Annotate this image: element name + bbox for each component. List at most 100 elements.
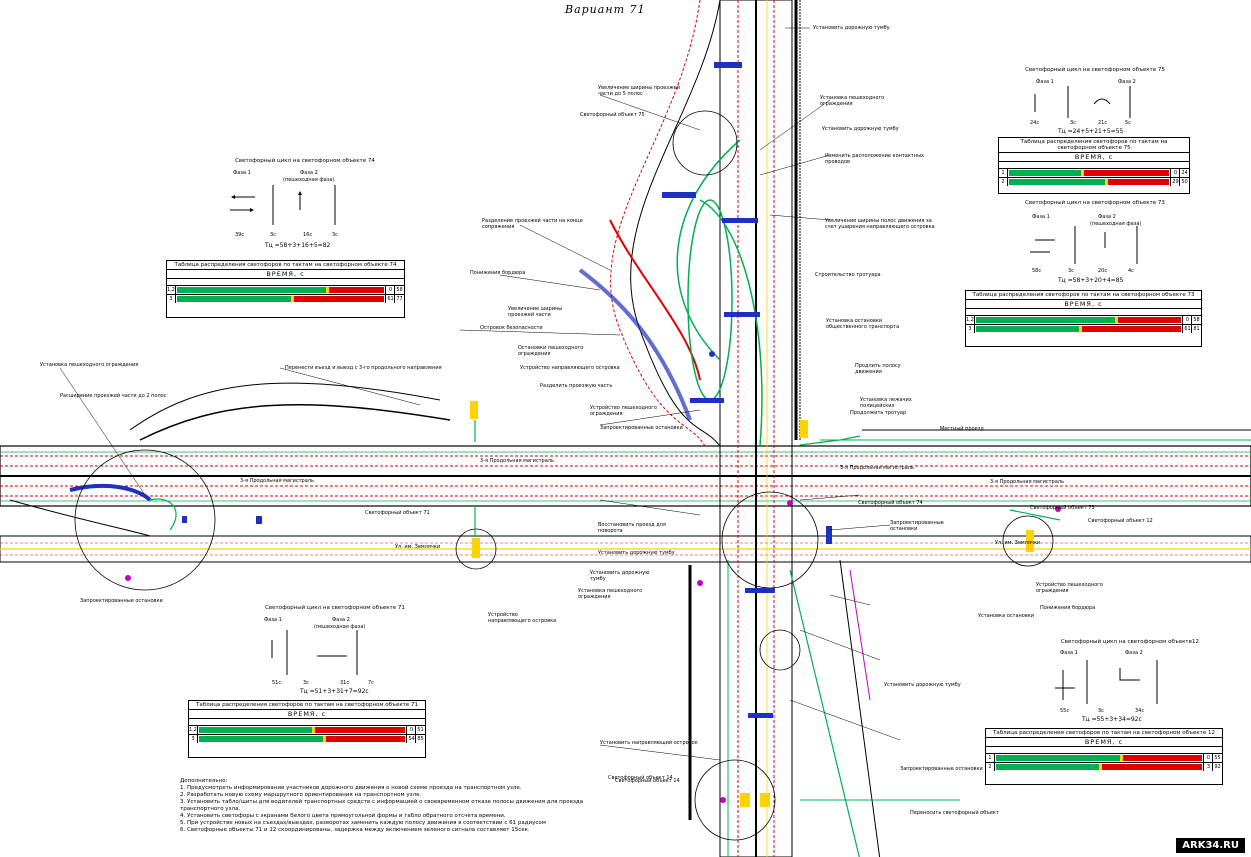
- lower-road: [0, 535, 1251, 563]
- annotation: Запроектированные остановки: [900, 766, 983, 772]
- annotation: Переносить светофорный объект: [910, 810, 999, 816]
- cycle-phase2-sub-71: (пешеходная фаза): [314, 624, 366, 630]
- cycle-formula-75: Tц =24+5+21+5=55: [1058, 128, 1124, 135]
- phase-row-number: 3: [167, 295, 176, 303]
- annotation: Расширение проезжей части до 2 полос: [60, 393, 167, 399]
- phase-row-value2: 55: [1212, 754, 1222, 762]
- annotation: Строительство тротуара: [815, 272, 881, 278]
- phase-table-row: 1,2 0 51: [189, 726, 425, 735]
- phase-row-green-bar: [177, 296, 384, 302]
- cycle-diagram-71: [271, 630, 358, 675]
- cycle-t3-74: 3с: [332, 232, 338, 238]
- annotation: Продлить полосу движения: [855, 363, 901, 375]
- phase-table-row: 1,2 0 58: [966, 316, 1201, 325]
- phase-row-value1: 29: [1170, 178, 1180, 186]
- road-label: 3-я Продольная магистраль: [990, 479, 1064, 485]
- phase-table-scale: [999, 162, 1189, 169]
- phase-row-value1: 0: [385, 286, 395, 294]
- annotation: Установить дорожную тумбу: [598, 550, 675, 556]
- vertical-road: [719, 0, 801, 857]
- phase-row-value2: 24: [1179, 169, 1189, 177]
- annotation: Продолжить тротуар: [850, 410, 907, 416]
- annotation: Установить дорожную тумбу: [590, 570, 650, 582]
- cycle-formula-74: Tц =58+3+16+5=82: [265, 242, 331, 249]
- annotation: Перенести въезд и выезд с 3-го продольно…: [285, 365, 442, 371]
- annotation: Увеличение ширины проезжей части: [508, 306, 563, 318]
- cycle-formula-71: Tц =51+3+31+7=92с: [300, 688, 369, 695]
- notes-item: 5. При устройстве новых на съездах/выезд…: [180, 820, 546, 826]
- cycle-diagram-75: [1034, 86, 1131, 118]
- annotation: Установка остановки: [978, 613, 1035, 619]
- annotation: Светофорный объект 14: [608, 775, 673, 781]
- annotation: Восстановить проезд для поворота: [598, 522, 666, 534]
- cycle-phase2-sub-73: (пешеходная фаза): [1090, 221, 1142, 227]
- cycle-t0-74: 39с: [235, 232, 245, 238]
- annotation: Светофорный объект 12: [1088, 518, 1153, 524]
- drawing-title: Вариант 71: [565, 3, 646, 16]
- cycle-t0-75: 24с: [1030, 120, 1040, 126]
- notes-item: 2. Разработать новую схему маршрутного о…: [180, 792, 422, 798]
- phase-table-row: 1,2 0 58: [167, 286, 404, 295]
- cycle-phase2-12: Фаза 2: [1125, 650, 1143, 656]
- phase-table-74: Таблица распределения светофоров по такт…: [166, 260, 405, 318]
- phase-table-row: 3 54 85: [189, 735, 425, 743]
- cycle-title-73: Светофорный цикл на светофорном объекте …: [1025, 200, 1165, 206]
- annotation: Установка лежачих полицейских: [860, 397, 912, 409]
- phase-row-value2: 77: [394, 295, 404, 303]
- road-label: 3-я Продольная магистраль: [840, 465, 914, 471]
- phase-table-row: 3 61 77: [167, 295, 404, 303]
- phase-table-scale: [986, 747, 1222, 754]
- cycle-t3-73: 4с: [1128, 268, 1134, 274]
- site-watermark: ARK34.RU: [1176, 838, 1245, 853]
- annotation: Установить дорожную тумбу: [813, 25, 890, 31]
- cycle-formula-73: Tц =58+3+20+4=85: [1058, 277, 1124, 284]
- annotation: Устройство пешеходного ограждения: [590, 405, 657, 417]
- phase-row-value2: 51: [415, 726, 425, 734]
- cycle-t1-75: 3с: [1070, 120, 1076, 126]
- cycle-t0-73: 58с: [1032, 268, 1042, 274]
- cycle-phase2-75: Фаза 2: [1118, 79, 1136, 85]
- annotation: Светофорный объект 75: [580, 112, 645, 118]
- phase-table-title-74: Таблица распределения светофоров по такт…: [167, 261, 404, 270]
- green-links: [149, 420, 1061, 536]
- annotation: Установить дорожную тумбу: [822, 126, 899, 132]
- annotation: Светофорный объект 14: [615, 778, 680, 784]
- annotation: Установка пешеходного ограждения: [820, 95, 885, 107]
- phase-row-green-bar: [976, 317, 1181, 323]
- road-label: Ул. им. Землячки: [395, 544, 441, 550]
- cycle-t2-71: 31с: [340, 680, 350, 686]
- phase-row-value2: 92: [1212, 763, 1222, 771]
- cycle-t1-73: 3с: [1068, 268, 1074, 274]
- right-lower-roads: [688, 559, 960, 857]
- road-label: 3-я Продольная магистраль: [240, 478, 314, 484]
- phase-row-value2: 85: [415, 735, 425, 743]
- phase-table-75: Таблица распределения светофоров по такт…: [998, 137, 1190, 194]
- phase-table-vremya-75: ВРЕМЯ, с: [999, 153, 1189, 162]
- leader-lines: [59, 27, 901, 761]
- phase-row-value2: 50: [1179, 178, 1189, 186]
- phase-row-green-bar: [996, 764, 1202, 770]
- phase-row-value1: 54: [406, 735, 416, 743]
- phase-row-number: 1,2: [966, 316, 975, 324]
- phase-row-green-bar: [1009, 170, 1169, 176]
- cycle-phase1-75: Фаза 1: [1036, 79, 1054, 85]
- phase-row-value1: 61: [1182, 325, 1192, 333]
- cycle-t2-73: 20с: [1098, 268, 1108, 274]
- cycle-t2-75: 21с: [1098, 120, 1108, 126]
- annotation: Запроектированные остановки: [890, 520, 944, 532]
- cycle-t2-74: 16с: [303, 232, 313, 238]
- annotation: Увеличение ширины проезжей части до 5 по…: [598, 85, 680, 97]
- phase-row-number: 3: [189, 735, 198, 743]
- cycle-t3-75: 5с: [1125, 120, 1131, 126]
- annotation: Запроектированные остановки: [600, 425, 683, 431]
- cycle-title-75: Светофорный цикл на светофорном объекте …: [1025, 67, 1165, 73]
- cycle-phase2-73: Фаза 2: [1098, 214, 1116, 220]
- annotation: Установить дорожную тумбу: [884, 682, 961, 688]
- cycle-title-74: Светофорный цикл на светофорном объекте …: [235, 158, 375, 164]
- annotation: Остановки пешеходного ограждения: [518, 345, 584, 357]
- phase-row-number: 3: [966, 325, 975, 333]
- annotation: Установка пешеходного ограждения: [40, 362, 139, 368]
- phase-row-green-bar: [199, 736, 405, 742]
- annotation: Островок безопасности: [480, 325, 543, 331]
